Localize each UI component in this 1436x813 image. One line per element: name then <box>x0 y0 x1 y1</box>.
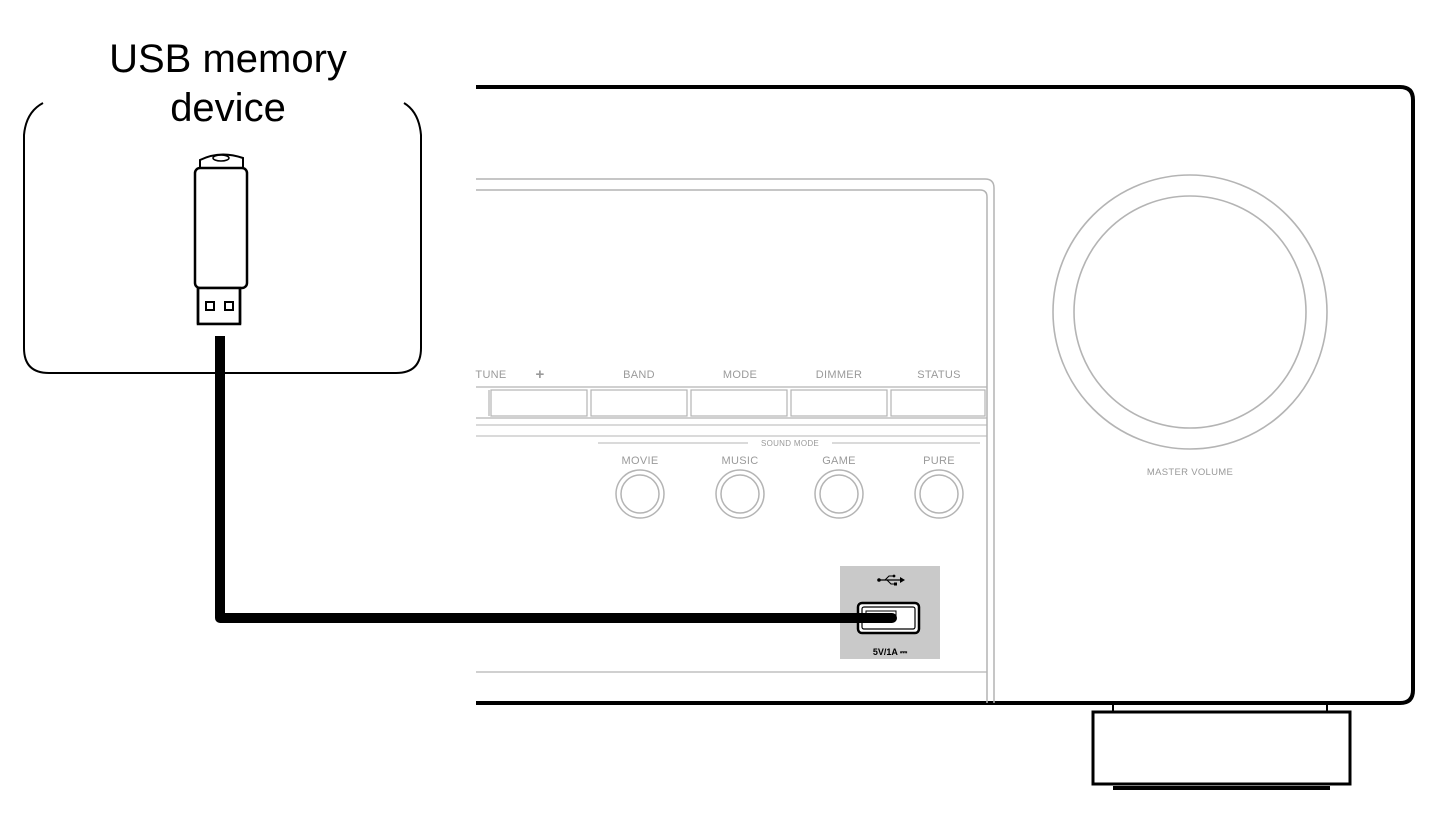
music-button[interactable] <box>715 469 765 519</box>
status-button[interactable] <box>890 389 986 417</box>
receiver-body-outline <box>476 85 1415 705</box>
sound-mode-title: SOUND MODE <box>761 439 819 448</box>
movie-label: MOVIE <box>622 455 659 467</box>
usb-stick-connector-sides <box>196 288 242 324</box>
pure-label: PURE <box>923 455 955 467</box>
mode-label: MODE <box>723 369 757 381</box>
pure-button[interactable] <box>914 469 964 519</box>
game-label: GAME <box>822 455 856 467</box>
master-volume-label: MASTER VOLUME <box>1147 467 1233 478</box>
receiver-foot <box>1091 703 1352 790</box>
tune-plus-label: + <box>535 366 544 383</box>
dimmer-label: DIMMER <box>816 369 862 381</box>
usb-port-rating-label: 5V/1A ⎓ <box>873 647 908 657</box>
title-line-2: device <box>170 86 286 130</box>
movie-button[interactable] <box>615 469 665 519</box>
mode-button[interactable] <box>690 389 788 417</box>
usb-stick-connector-mask <box>198 324 240 336</box>
usb-symbol-icon <box>877 574 905 586</box>
usb-cable <box>215 331 897 623</box>
status-label: STATUS <box>917 369 961 381</box>
title-line-1: USB memory <box>109 37 347 81</box>
dimmer-button[interactable] <box>790 389 888 417</box>
band-label: BAND <box>623 369 655 381</box>
front-button-row <box>488 389 986 417</box>
music-label: MUSIC <box>722 455 759 467</box>
display-window-frame <box>476 178 995 703</box>
tune-label: TUNE <box>475 369 506 381</box>
game-button[interactable] <box>814 469 864 519</box>
tune-plus-button[interactable] <box>490 389 588 417</box>
master-volume-knob[interactable] <box>1052 174 1328 450</box>
band-button[interactable] <box>590 389 688 417</box>
